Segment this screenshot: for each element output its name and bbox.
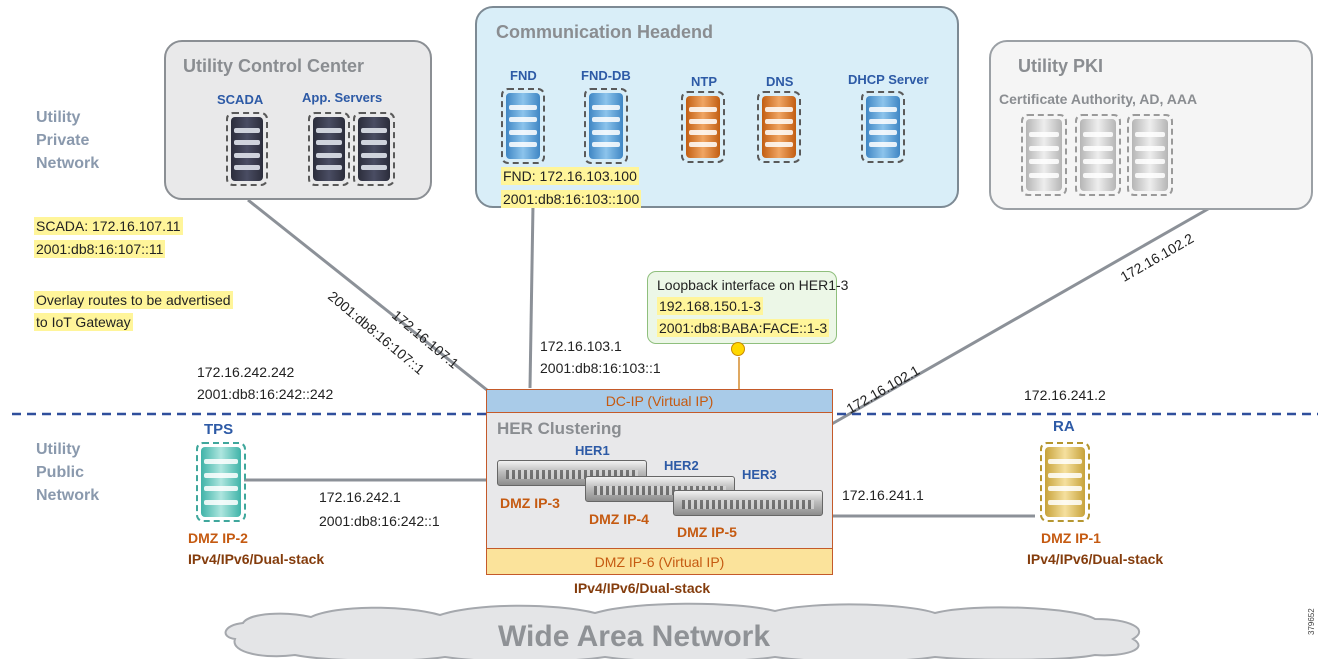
wan-label: Wide Area Network bbox=[498, 620, 771, 653]
link-headend-her bbox=[528, 204, 535, 389]
scada-address-v6: 2001:db8:16:107::11 bbox=[34, 240, 166, 258]
scada-label: SCADA bbox=[217, 92, 264, 107]
ntp-label: NTP bbox=[691, 74, 717, 89]
headend-title: Communication Headend bbox=[496, 22, 714, 42]
dmz-ip-4-label: DMZ IP-4 bbox=[589, 511, 649, 527]
tps-dmz-label: DMZ IP-2 bbox=[188, 530, 248, 546]
pki-subtitle: Certificate Authority, AD, AAA bbox=[999, 91, 1198, 107]
overlay-note-line1: Overlay routes to be advertised bbox=[34, 291, 233, 309]
loopback-pin-icon bbox=[731, 342, 745, 356]
link-scada-her bbox=[247, 198, 488, 392]
dmz-ip-6-label: DMZ IP-6 (Virtual IP) bbox=[594, 554, 725, 570]
her1-label: HER1 bbox=[575, 443, 610, 458]
overlay-note-line2: to IoT Gateway bbox=[34, 313, 133, 331]
private-network-label: Utility Private Network bbox=[36, 109, 100, 172]
fnd-db-label: FND-DB bbox=[581, 68, 631, 83]
loopback-title: Loopback interface bbox=[657, 277, 776, 293]
dmz-ip-6-bar bbox=[487, 548, 832, 574]
dns-label: DNS bbox=[766, 74, 794, 89]
overlay-routes-note: Overlay routes to be advertised to IoT G… bbox=[34, 291, 233, 332]
dmz-ip-5-label: DMZ IP-5 bbox=[677, 524, 737, 540]
tps-label: TPS bbox=[204, 421, 234, 438]
loopback-callout: Loopback interface on HER1-3 192.168.150… bbox=[647, 271, 848, 344]
her-stack-label: IPv4/IPv6/Dual-stack bbox=[574, 580, 711, 596]
fnd-label: FND bbox=[510, 68, 537, 83]
scada-address: SCADA: 172.16.107.11 2001:db8:16:107::11 bbox=[34, 217, 183, 259]
loopback-address-v6: 2001:db8:BABA:FACE::1-3 bbox=[657, 319, 830, 337]
dc-ip-bar bbox=[487, 390, 832, 413]
her-cluster: DC-IP (Virtual IP) HER Clustering HER1 H… bbox=[486, 389, 833, 575]
wan-cloud-icon bbox=[224, 602, 1141, 659]
app-servers-label: App. Servers bbox=[302, 90, 383, 105]
loopback-address-v4: 192.168.150.1-3 bbox=[657, 297, 763, 315]
ad-server-icon bbox=[1075, 114, 1121, 196]
dhcp-server-label: DHCP Server bbox=[848, 72, 929, 87]
certificate-authority-server-icon bbox=[1021, 114, 1067, 196]
link-label-tps-v6: 2001:db8:16:242::1 bbox=[319, 513, 440, 529]
tps-stack-label: IPv4/IPv6/Dual-stack bbox=[188, 551, 325, 567]
control-center-title: Utility Control Center bbox=[183, 56, 365, 76]
ra-label: RA bbox=[1053, 418, 1075, 435]
public-network-label: Utility Public Network bbox=[36, 441, 100, 504]
link-label-headend-v6: 2001:db8:16:103::1 bbox=[540, 360, 661, 376]
link-label-tps-v4: 172.16.242.1 bbox=[319, 489, 401, 505]
control-center-box: Utility Control Center SCADA App. Server… bbox=[164, 40, 432, 200]
aaa-server-icon bbox=[1127, 114, 1173, 196]
tps-route-v6: 2001:db8:16:242::242 bbox=[197, 386, 334, 402]
ra-route: 172.16.241.2 bbox=[1024, 387, 1106, 403]
scada-address-v4: SCADA: 172.16.107.11 bbox=[34, 217, 183, 235]
app-server-icon bbox=[308, 112, 350, 186]
loopback-scope: on HER1-3 bbox=[775, 277, 849, 293]
her-clustering-title: HER Clustering bbox=[497, 419, 622, 438]
ra-stack-label: IPv4/IPv6/Dual-stack bbox=[1027, 551, 1164, 567]
her3-label: HER3 bbox=[742, 467, 777, 482]
fnd-server-icon bbox=[501, 88, 545, 164]
link-label-ra: 172.16.241.1 bbox=[842, 487, 924, 503]
ra-server-icon bbox=[1040, 442, 1090, 522]
pki-box: Utility PKI Certificate Authority, AD, A… bbox=[989, 40, 1313, 210]
tps-route-v4: 172.16.242.242 bbox=[197, 364, 295, 380]
her2-label: HER2 bbox=[664, 458, 699, 473]
fnd-address-v4: FND: 172.16.103.100 bbox=[501, 167, 639, 185]
fnd-db-server-icon bbox=[584, 88, 628, 164]
ntp-server-icon bbox=[681, 91, 725, 163]
dhcp-server-icon bbox=[861, 91, 905, 163]
link-pki-her bbox=[829, 203, 1216, 427]
dc-ip-label: DC-IP (Virtual IP) bbox=[605, 393, 714, 409]
pki-title: Utility PKI bbox=[1018, 56, 1104, 76]
scada-server-icon bbox=[226, 112, 268, 186]
ra-dmz-label: DMZ IP-1 bbox=[1041, 530, 1101, 546]
link-label-headend-v4: 172.16.103.1 bbox=[540, 338, 622, 354]
figure-id: 379652 bbox=[1307, 608, 1316, 635]
app-server-icon bbox=[353, 112, 395, 186]
dmz-ip-3-label: DMZ IP-3 bbox=[500, 495, 560, 511]
fnd-address-v6: 2001:db8:16:103::100 bbox=[501, 190, 642, 208]
fnd-address: FND: 172.16.103.100 2001:db8:16:103::100 bbox=[501, 167, 642, 209]
tps-server-icon bbox=[196, 442, 246, 522]
her3-router-icon bbox=[673, 490, 823, 516]
dns-server-icon bbox=[757, 91, 801, 163]
